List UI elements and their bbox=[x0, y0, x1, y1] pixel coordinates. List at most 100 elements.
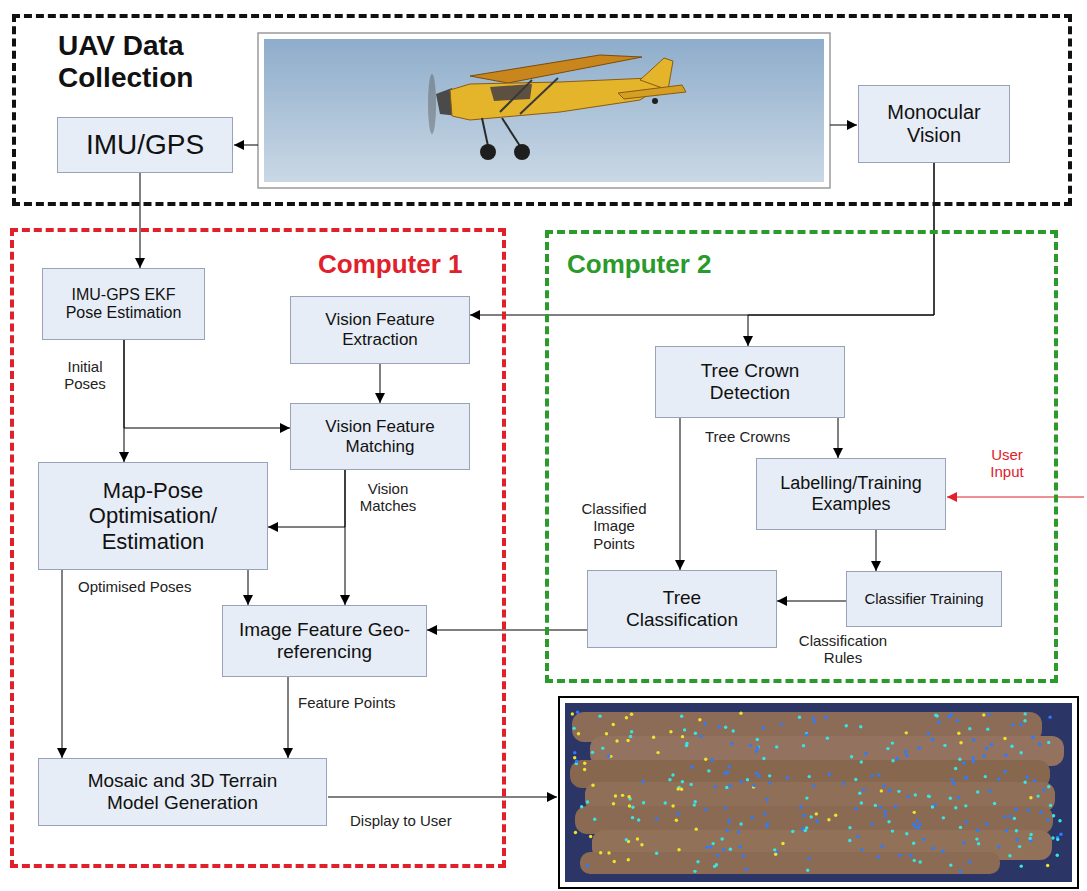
tree-point bbox=[641, 780, 644, 783]
process-box: Vision Feature Extraction bbox=[290, 296, 470, 364]
tree-point bbox=[573, 756, 576, 759]
tree-point bbox=[934, 803, 937, 806]
tree-point bbox=[877, 855, 880, 858]
note-label: User Input bbox=[978, 446, 1036, 481]
tree-point bbox=[671, 773, 674, 776]
tree-point bbox=[1014, 808, 1017, 811]
illustration-part bbox=[559, 697, 1078, 888]
tree-point bbox=[631, 806, 634, 809]
tree-point bbox=[956, 719, 959, 722]
tree-point bbox=[860, 760, 863, 763]
tree-point bbox=[750, 816, 753, 819]
tree-point bbox=[577, 732, 580, 735]
tree-point bbox=[1020, 864, 1023, 867]
tree-point bbox=[755, 750, 758, 753]
tree-point bbox=[958, 758, 961, 761]
tree-point bbox=[636, 837, 639, 840]
tree-point bbox=[601, 746, 604, 749]
tree-point bbox=[668, 778, 671, 781]
tree-point bbox=[807, 857, 810, 860]
edge-label: Vision Matches bbox=[355, 480, 421, 515]
tree-point bbox=[614, 794, 617, 797]
tree-point bbox=[756, 746, 759, 749]
connector bbox=[380, 364, 381, 403]
tree-point bbox=[780, 723, 783, 726]
tree-point bbox=[694, 732, 697, 735]
illustration-part bbox=[618, 85, 686, 99]
tree-point bbox=[949, 797, 952, 800]
tree-point bbox=[1025, 775, 1028, 778]
tree-point bbox=[962, 841, 965, 844]
tree-point bbox=[972, 738, 975, 741]
tree-point bbox=[739, 822, 742, 825]
tree-point bbox=[621, 794, 624, 797]
tree-point bbox=[572, 727, 575, 730]
region-heading: UAV Data Collection bbox=[58, 30, 258, 94]
tree-point bbox=[985, 822, 988, 825]
tree-point bbox=[997, 777, 1000, 780]
tree-point bbox=[726, 829, 729, 832]
tree-point bbox=[745, 868, 748, 871]
tree-point bbox=[628, 804, 631, 807]
tree-point bbox=[655, 817, 658, 820]
edge-label: Classified Image Points bbox=[572, 500, 656, 552]
tree-point bbox=[834, 814, 837, 817]
tree-point bbox=[904, 750, 907, 753]
connector bbox=[748, 163, 934, 346]
tree-point bbox=[880, 789, 883, 792]
tree-point bbox=[586, 864, 589, 867]
tree-point bbox=[959, 741, 962, 744]
tree-point bbox=[916, 819, 919, 822]
tree-point bbox=[983, 754, 986, 757]
tree-point bbox=[928, 795, 931, 798]
box-label: IMU/GPS bbox=[86, 129, 204, 161]
tree-point bbox=[1028, 837, 1031, 840]
illustration-part bbox=[258, 33, 830, 188]
tree-point bbox=[758, 774, 761, 777]
tree-point bbox=[941, 850, 944, 853]
process-box: Tree Crown Detection bbox=[655, 346, 845, 418]
tree-point bbox=[749, 744, 752, 747]
connector bbox=[470, 163, 934, 315]
edge-label: Classification Rules bbox=[784, 632, 902, 667]
tree-point bbox=[705, 846, 708, 849]
tree-point bbox=[906, 795, 909, 798]
tree-point bbox=[652, 735, 655, 738]
tree-point bbox=[613, 860, 616, 863]
tree-point bbox=[605, 732, 608, 735]
tree-point bbox=[768, 774, 771, 777]
tree-point bbox=[1011, 723, 1014, 726]
tree-point bbox=[968, 727, 971, 730]
tree-point bbox=[741, 854, 744, 857]
tree-point bbox=[913, 859, 916, 862]
tree-point bbox=[1029, 833, 1032, 836]
tree-point bbox=[918, 860, 921, 863]
tree-point bbox=[982, 713, 985, 716]
tree-point bbox=[626, 739, 629, 742]
tree-point bbox=[809, 815, 812, 818]
tree-point bbox=[740, 780, 743, 783]
tree-point bbox=[1046, 818, 1049, 821]
tree-point bbox=[1029, 796, 1032, 799]
tree-point bbox=[802, 814, 805, 817]
tree-point bbox=[676, 787, 679, 790]
tree-point bbox=[848, 826, 851, 829]
tree-point bbox=[598, 714, 601, 717]
tree-point bbox=[571, 712, 574, 715]
tree-point bbox=[805, 733, 808, 736]
tree-point bbox=[914, 793, 917, 796]
illustration-part bbox=[565, 703, 1072, 882]
tree-point bbox=[986, 727, 989, 730]
tree-point bbox=[729, 848, 732, 851]
tree-point bbox=[1046, 864, 1049, 867]
tree-point bbox=[625, 716, 628, 719]
tree-point bbox=[683, 728, 686, 731]
tree-point bbox=[1033, 779, 1036, 782]
tree-point bbox=[909, 854, 912, 857]
tree-point bbox=[627, 858, 630, 861]
tree-point bbox=[874, 804, 877, 807]
illustration-part bbox=[580, 852, 1000, 874]
tree-point bbox=[710, 758, 713, 761]
tree-point bbox=[591, 784, 594, 787]
